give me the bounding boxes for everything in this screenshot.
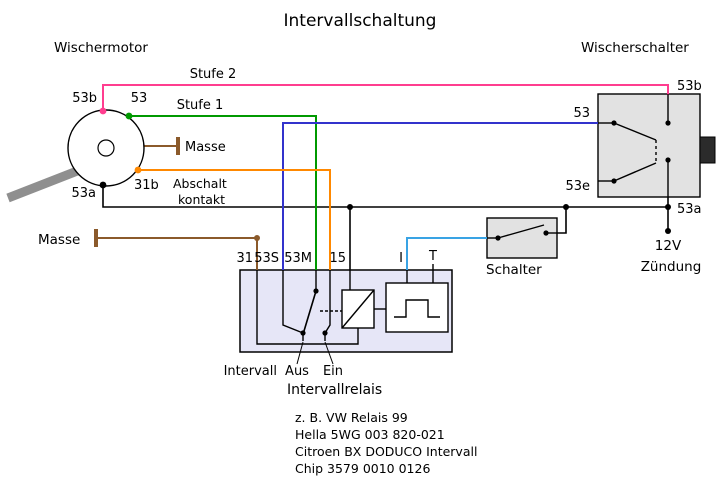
relay-53S-to-aus-contact [282, 270, 304, 334]
switch-upper-contact-arm [613, 122, 657, 141]
wire-abschaltkontakt-orange [141, 169, 331, 270]
relay-T-label: T [428, 249, 437, 264]
relay-ein-label: Ein [323, 364, 343, 379]
wire-stufe2-pink [102, 84, 669, 111]
junction-dot-masse [254, 235, 260, 241]
schalter-contact-dot [543, 230, 549, 236]
wire-stufe1-green [129, 115, 317, 270]
stufe2-label: Stufe 2 [190, 67, 237, 82]
wiper-motor [6, 107, 145, 203]
relay-53M-label: 53M [284, 251, 312, 266]
motor-masse-label: Masse [185, 140, 226, 155]
switch-53-label: 53 [573, 106, 590, 121]
wischermotor-label: Wischermotor [54, 40, 148, 56]
ein-leader-line [324, 341, 334, 365]
stufe1-label: Stufe 1 [177, 98, 224, 113]
schalter-contact-arm [497, 224, 545, 239]
supply-12v-label: 12V [655, 238, 682, 254]
switch-53e-label: 53e [565, 179, 590, 194]
motor-terminal-53b-dot [99, 107, 107, 115]
relay-pulse-symbol [394, 299, 440, 318]
junction-dot [563, 204, 569, 210]
relay-53S-label: 53S [254, 251, 279, 266]
motor-31b-label: 31b [134, 178, 159, 193]
wischerschalter-label: Wischerschalter [581, 40, 689, 56]
relay-aus-contact-dot [300, 330, 306, 336]
motor-53a-label: 53a [71, 186, 96, 201]
relay-notes-block: z. B. VW Relais 99 Hella 5WG 003 820-021… [295, 410, 477, 476]
wire-schalter-to-bus [557, 207, 567, 234]
relay-15-label: 15 [329, 251, 346, 266]
relay-31b-to-ein-contact [324, 270, 331, 334]
wire-switch53-blue [282, 122, 598, 270]
relay-moving-contact-arm [303, 290, 317, 332]
relay-coil-diagonal [341, 289, 375, 329]
relay-intervall-label: Intervall [224, 364, 277, 379]
switch-contact-dot [665, 157, 671, 163]
abschalt-label-line2: kontakt [178, 192, 225, 207]
bus-53a [102, 185, 669, 270]
diagram-title: Intervallschaltung [284, 11, 437, 31]
aus-leader-line [296, 341, 304, 365]
motor-terminal-31b-dot [134, 166, 142, 174]
switch-53a-label: 53a [677, 202, 702, 217]
schalter-contact-dot [495, 235, 501, 241]
abschalt-label-line1: Abschalt [173, 176, 227, 191]
note-line: Citroen BX DODUCO Intervall [295, 444, 477, 459]
motor-terminal-53-dot [125, 112, 133, 120]
motor-53-label: 53 [131, 91, 148, 106]
note-line: z. B. VW Relais 99 [295, 410, 408, 425]
wiper-switch-contacts [598, 94, 669, 197]
motor-terminal-53a-dot [99, 181, 107, 189]
relay-internals [256, 264, 449, 345]
motor-53b-label: 53b [72, 91, 97, 106]
left-masse-label: Masse [38, 232, 80, 248]
relay-arm-pivot-dot [313, 288, 319, 294]
wire-relay-31-masse [98, 237, 258, 270]
relay-I-label: I [399, 251, 403, 266]
schalter-label: Schalter [486, 262, 542, 278]
switch-contact-dot [665, 120, 671, 126]
wire-53a-bus [102, 185, 668, 208]
wiper-switch-knob [699, 136, 716, 164]
relay-31-to-coil [256, 270, 359, 345]
switch-lower-contact-arm [613, 162, 657, 182]
relay-31-label: 31 [236, 251, 253, 266]
switch-contact-dot [611, 120, 617, 126]
junction-dot [347, 204, 353, 210]
note-line: Chip 3579 0010 0126 [295, 461, 430, 476]
supply-terminal-dot [665, 228, 671, 234]
wire-schalter-cyan [406, 237, 487, 270]
note-line: Hella 5WG 003 820-021 [295, 427, 445, 442]
relay-ein-contact-dot [322, 330, 328, 336]
switch-53b-label: 53b [677, 79, 702, 94]
junction-dot [665, 204, 671, 210]
motor-shaft-circle [97, 139, 115, 157]
intervallrelais-label: Intervallrelais [287, 382, 382, 398]
relay-aus-label: Aus [285, 364, 309, 379]
relay-timer-box [385, 282, 449, 333]
switch-contact-dot [611, 178, 617, 184]
supply-zuendung-label: Zündung [641, 259, 702, 275]
